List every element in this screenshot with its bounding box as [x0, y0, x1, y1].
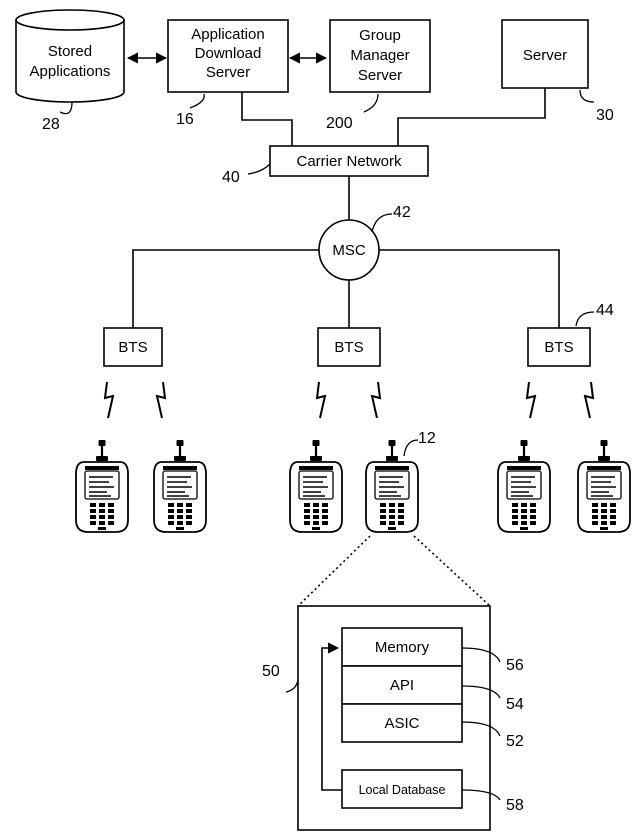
- lightning-bolt-icon: [584, 381, 594, 419]
- group-manager-server-ref: 200: [326, 115, 353, 132]
- bts-center-label: BTS: [334, 339, 363, 356]
- stored-applications-node: Stored Applications 28: [15, 9, 125, 133]
- bts-right-ref: 44: [596, 302, 614, 319]
- arrow-database-to-memory: [321, 642, 342, 791]
- mobile-phone-icon: [74, 438, 130, 534]
- expansion-line-left: [297, 535, 371, 607]
- app-download-server-line3: Server: [206, 64, 250, 81]
- lightning-bolt-icon: [104, 381, 114, 419]
- database-cylinder-icon: [15, 20, 125, 103]
- group-manager-server-line2: Manager: [350, 47, 409, 64]
- link-msc-bts-left: [132, 249, 319, 328]
- bts-left-label: BTS: [118, 339, 147, 356]
- app-download-server-line2: Download: [195, 45, 262, 62]
- msc-node: MSC 42: [318, 204, 411, 281]
- memory-ref: 56: [506, 657, 524, 674]
- group-manager-server-line1: Group: [359, 27, 401, 44]
- bts-right-label: BTS: [544, 339, 573, 356]
- handset-ref-leader: [403, 439, 419, 457]
- local-database-ref: 58: [506, 797, 524, 814]
- mobile-phone-icon: [288, 438, 344, 534]
- expansion-line-right: [413, 535, 491, 607]
- detail-ref: 50: [262, 663, 280, 680]
- api-ref: 54: [506, 696, 524, 713]
- api-label: API: [390, 677, 414, 694]
- carrier-network-ref: 40: [222, 169, 240, 186]
- mobile-phone-icon: [152, 438, 208, 534]
- stored-applications-line2: Applications: [30, 63, 111, 80]
- server-label: Server: [523, 47, 567, 64]
- bts-center-node: BTS: [317, 327, 381, 367]
- mobile-phone-icon: [576, 438, 632, 534]
- local-database-label: Local Database: [359, 783, 446, 797]
- group-manager-server-node: Group Manager Server 200: [326, 19, 431, 132]
- api-block: [341, 665, 463, 705]
- lightning-bolt-icon: [526, 381, 536, 419]
- link-download-carrier: [241, 92, 293, 146]
- asic-block: [341, 703, 463, 743]
- local-database-block: [341, 769, 463, 809]
- mobile-phone-icon: [364, 438, 420, 534]
- msc-label: MSC: [332, 242, 366, 259]
- link-server-carrier: [397, 88, 546, 146]
- application-download-server-node: Application Download Server 16: [167, 19, 289, 128]
- app-download-server-ref: 16: [176, 111, 194, 128]
- device-detail-box: 50 Memory 56 API 54 ASIC 52 Local Databa…: [262, 605, 524, 831]
- bts-right-node: BTS 44: [527, 302, 614, 367]
- memory-label: Memory: [375, 639, 430, 656]
- app-download-server-line1: Application: [191, 26, 264, 43]
- server-ref: 30: [596, 107, 614, 124]
- lightning-bolt-icon: [156, 381, 166, 419]
- stored-applications-line1: Stored: [48, 43, 92, 60]
- bts-left-node: BTS: [103, 327, 163, 367]
- link-msc-bts-right: [379, 249, 560, 328]
- asic-label: ASIC: [384, 715, 419, 732]
- carrier-network-label: Carrier Network: [296, 153, 402, 170]
- mobile-phone-icon: [496, 438, 552, 534]
- carrier-network-node: Carrier Network 40: [222, 145, 429, 186]
- group-manager-server-line3: Server: [358, 67, 402, 84]
- handset-ref: 12: [418, 430, 436, 447]
- asic-ref: 52: [506, 733, 524, 750]
- server-node: Server 30: [501, 19, 614, 124]
- lightning-bolt-icon: [316, 381, 326, 419]
- stored-applications-ref: 28: [42, 116, 60, 133]
- msc-ref: 42: [393, 204, 411, 221]
- lightning-bolt-icon: [371, 381, 381, 419]
